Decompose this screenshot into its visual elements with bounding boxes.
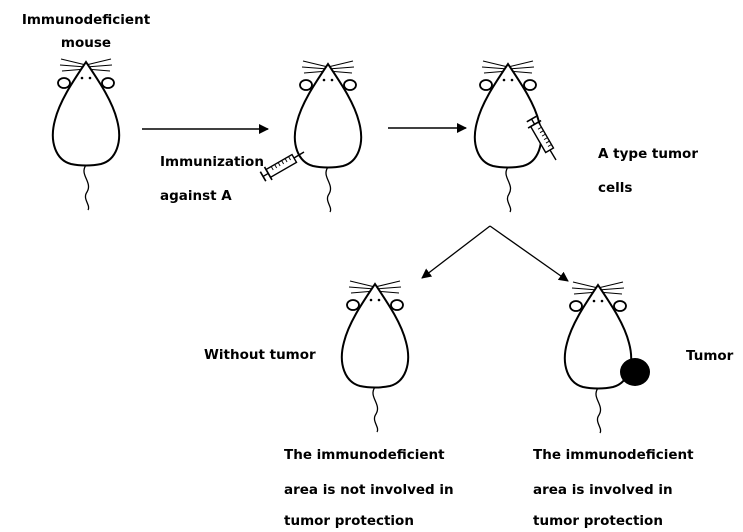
left-conclusion-line1: The immunodeficient <box>284 449 445 463</box>
right-conclusion-line3: tumor protection <box>533 515 663 529</box>
syringe-immunization <box>259 152 304 183</box>
tumor-mass <box>620 358 650 386</box>
immunized-mouse <box>295 61 361 212</box>
immunization-label-line1: Immunization <box>160 156 264 170</box>
arrow-to-tumor <box>490 226 568 281</box>
mouse-without-tumor <box>342 281 408 432</box>
tumor-cells-label-line1: A type tumor <box>598 148 698 162</box>
without-tumor-label: Without tumor <box>204 349 316 363</box>
tumor-cells-label-line2: cells <box>598 182 632 196</box>
right-conclusion-line2: area is involved in <box>533 484 673 498</box>
challenged-mouse <box>475 61 541 212</box>
left-conclusion-line2: area is not involved in <box>284 484 454 498</box>
start-label-line2: mouse <box>8 37 164 51</box>
start-label-line1: Immunodeficient <box>8 14 164 28</box>
tumor-label: Tumor <box>686 350 733 364</box>
immunodeficient-mouse-1 <box>53 59 119 210</box>
arrow-to-without-tumor <box>422 226 490 278</box>
left-conclusion-line3: tumor protection <box>284 515 414 529</box>
immunization-label-line2: against A <box>160 190 232 204</box>
right-conclusion-line1: The immunodeficient <box>533 449 694 463</box>
mouse-with-tumor <box>565 282 631 433</box>
